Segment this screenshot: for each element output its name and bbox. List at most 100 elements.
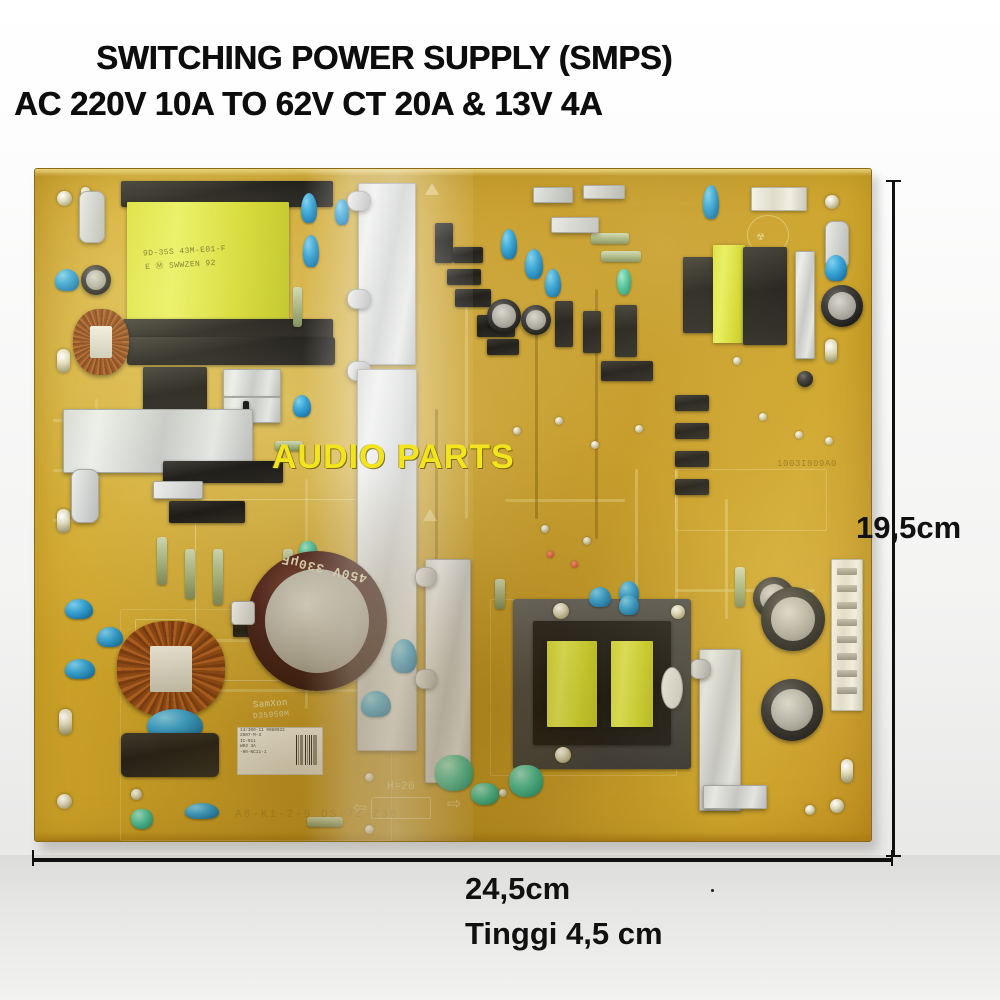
green-capacitor: [509, 765, 543, 797]
sticker-line-2: 2007-M-3: [240, 733, 262, 739]
diode: [797, 371, 813, 387]
output-capacitor: [761, 679, 823, 741]
photo-backdrop-lower: [0, 855, 1000, 1000]
blue-ceramic-capacitor: [361, 691, 391, 717]
blue-ceramic-capacitor: [391, 639, 417, 673]
width-dimension-tick-left: [32, 850, 34, 866]
solder-pad: [365, 773, 374, 782]
solder-pad: [733, 357, 741, 365]
silk-outline: [371, 797, 431, 819]
aux-transformer: [713, 245, 745, 343]
dust-speck: [711, 889, 714, 892]
mounting-pad: [841, 759, 853, 783]
power-resistor-block: [121, 733, 219, 777]
output-connector[interactable]: [831, 559, 863, 711]
blue-ceramic-capacitor: [293, 395, 311, 417]
screw-head: [347, 289, 371, 309]
small-electrolytic-capacitor: [521, 305, 551, 335]
screw-head: [689, 659, 711, 679]
solder-pad: [499, 789, 507, 797]
bottom-silk-code: A8-K1-2-9 DS-7Z-Z3B: [235, 809, 399, 821]
blue-ceramic-capacitor: [825, 255, 847, 281]
small-electrolytic-capacitor: [821, 285, 863, 327]
blue-ceramic-capacitor: [65, 659, 95, 679]
test-point: [571, 561, 578, 568]
power-transistor: [163, 461, 283, 483]
resistor: [275, 441, 303, 451]
optocoupler: [455, 289, 491, 307]
trace: [465, 289, 468, 519]
arrow-left-icon: ⇦: [353, 798, 368, 817]
trace: [595, 289, 598, 539]
transformer-clip: [683, 257, 713, 333]
transformer-winding-right: [611, 641, 653, 727]
blue-ceramic-capacitor: [335, 199, 349, 225]
mounting-pad: [825, 339, 837, 363]
trace: [505, 499, 625, 502]
blue-ceramic-capacitor: [545, 269, 561, 297]
transformer-winding-left: [547, 641, 597, 727]
transformer-base: [127, 337, 335, 365]
capacitor-clip: [231, 601, 255, 625]
sticker-barcode: [296, 735, 318, 765]
title-line-2: AC 220V 10A TO 62V CT 20A & 13V 4A: [14, 85, 603, 122]
resistor: [495, 579, 505, 609]
warning-triangle-icon: [425, 183, 439, 195]
thickness-dimension-label: Tinggi 4,5 cm: [465, 916, 663, 951]
blue-ceramic-capacitor: [501, 229, 517, 259]
width-dimension-line: [32, 858, 893, 862]
trace: [675, 469, 678, 599]
mounting-pad: [830, 799, 844, 813]
test-point: [547, 551, 554, 558]
diode-array: [675, 395, 709, 411]
title-line-1: SWITCHING POWER SUPPLY (SMPS): [96, 39, 673, 76]
jumper-link: [533, 187, 573, 203]
green-capacitor: [435, 755, 473, 791]
output-toroidal-inductor: [117, 621, 225, 717]
heatsink-foot: [703, 785, 767, 809]
diode: [487, 339, 519, 355]
board-top-bevel: [35, 169, 871, 176]
mounting-pad: [825, 195, 839, 209]
warning-triangle-icon: [423, 509, 437, 521]
height-dimension-label: 19,5cm: [856, 510, 962, 545]
mounting-pad: [57, 349, 70, 373]
blue-ceramic-capacitor: [589, 587, 611, 607]
solder-pad: [795, 431, 803, 439]
solder-pad: [541, 525, 549, 533]
transformer-bottom-clip: [123, 319, 333, 341]
small-electrolytic-capacitor: [81, 265, 111, 295]
trace: [435, 409, 438, 579]
transformer-bobbin-edge: [661, 667, 683, 709]
heatsink-aux: [795, 251, 815, 359]
height-dimension-tick-top: [886, 180, 901, 182]
main-filter-capacitor: [247, 551, 387, 691]
diode-array: [675, 451, 709, 467]
resistor: [157, 537, 167, 585]
mounting-pad: [57, 509, 70, 533]
trace: [155, 639, 305, 642]
screw-head: [347, 191, 371, 211]
resistor: [185, 549, 195, 599]
solder-pad: [513, 427, 521, 435]
resistor: [601, 251, 641, 262]
ic-chip: [453, 247, 483, 263]
transformer-clip: [743, 247, 787, 345]
mounting-pad: [57, 191, 72, 206]
board-part-number: 1003I809A0: [777, 459, 838, 469]
ic-chip: [447, 269, 481, 285]
pcb-board-photo: 9D-35S 43M-E01-F E Ⓜ SWWZEN 92: [34, 168, 878, 852]
blue-ceramic-capacitor: [97, 627, 123, 647]
mounting-pad: [131, 789, 142, 800]
resistor: [307, 817, 343, 827]
solder-pad: [583, 537, 591, 545]
resistor: [735, 567, 745, 607]
blue-ceramic-capacitor: [301, 193, 317, 223]
resistor: [213, 549, 223, 605]
trace: [53, 519, 87, 522]
sticker-line-4: W03 3A: [240, 744, 256, 750]
blue-ceramic-capacitor: [525, 249, 543, 279]
headline-block: SWITCHING POWER SUPPLY (SMPS) AC 220V 10…: [0, 36, 760, 128]
solder-pad: [825, 437, 833, 445]
